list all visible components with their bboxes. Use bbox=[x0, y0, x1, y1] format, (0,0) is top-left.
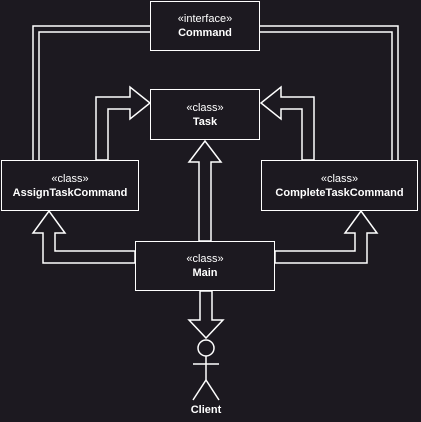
client-actor-figure bbox=[192, 339, 220, 401]
complete-to-task-arrow bbox=[259, 85, 315, 161]
command-stereotype: «interface» bbox=[177, 13, 233, 25]
assign-name: AssignTaskCommand bbox=[12, 186, 128, 199]
command-name: Command bbox=[178, 27, 232, 39]
main-to-assign-arrow bbox=[31, 209, 136, 264]
class-box-main[interactable]: «class» Main bbox=[135, 241, 275, 291]
main-stereotype: «class» bbox=[186, 253, 224, 265]
task-name: Task bbox=[192, 115, 218, 128]
task-stereotype: «class» bbox=[186, 101, 224, 114]
class-box-complete-task-command[interactable]: «class» CompleteTaskCommand bbox=[261, 160, 418, 211]
client-actor-label: Client bbox=[190, 404, 222, 416]
assign-to-task-arrow bbox=[95, 85, 152, 161]
class-box-assign-task-command[interactable]: «class» AssignTaskCommand bbox=[1, 160, 139, 211]
assign-stereotype: «class» bbox=[51, 172, 89, 185]
command-to-complete-link bbox=[260, 25, 399, 160]
class-box-task[interactable]: «class» Task bbox=[150, 89, 260, 140]
complete-name: CompleteTaskCommand bbox=[275, 186, 404, 199]
class-box-command[interactable]: «interface» Command bbox=[150, 1, 260, 51]
main-to-client-arrow bbox=[187, 290, 225, 340]
command-to-assign-link bbox=[32, 25, 150, 160]
main-to-complete-arrow bbox=[274, 209, 379, 264]
main-to-task-arrow bbox=[187, 139, 223, 242]
main-name: Main bbox=[192, 267, 218, 279]
complete-stereotype: «class» bbox=[320, 172, 359, 185]
